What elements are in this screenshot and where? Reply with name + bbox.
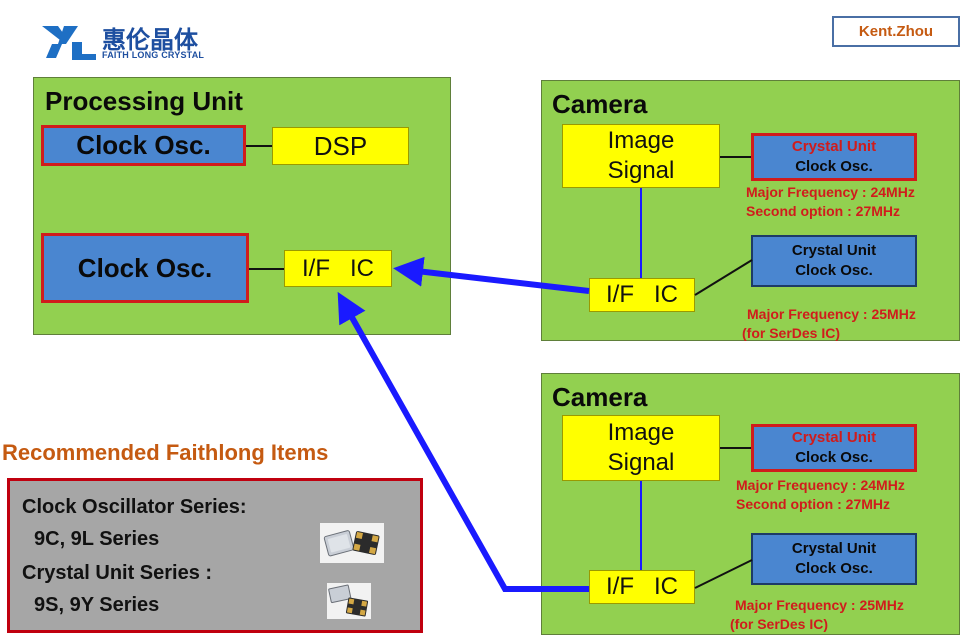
pu-if-ic-chip: I/F IC: [284, 250, 392, 287]
pu-clock-osc-2: Clock Osc.: [41, 233, 249, 303]
recommended-line-3: Crystal Unit Series :: [22, 562, 213, 584]
camera-1-crystal-unit-top: Crystal Unit Clock Osc.: [751, 133, 917, 181]
crystal-unit-photo-icon: [327, 583, 371, 619]
camera-1-vertical-link: [640, 188, 642, 280]
camera-1-crystal-top-line1: Crystal Unit: [791, 138, 877, 155]
camera-1-note-top-line1: Major Frequency : 24MHz: [746, 184, 915, 200]
camera-1-title: Camera: [552, 89, 648, 119]
camera-2-note-top: Major Frequency : 24MHz Second option : …: [736, 476, 905, 514]
logo-chinese-text: 惠伦晶体: [102, 26, 198, 54]
camera-1-note-top-line2: Second option : 27MHz: [746, 203, 900, 219]
camera-1-image-signal: Image Signal: [562, 124, 720, 188]
camera-2-image-signal-line1: Image: [607, 419, 675, 446]
camera-2-note-bottom-line2: (for SerDes IC): [730, 616, 829, 632]
camera-2-image-signal-line2: Signal: [607, 449, 675, 476]
company-logo: 惠伦晶体 FAITH LONG CRYSTAL: [38, 20, 228, 64]
camera-2-crystal-bottom-line2: Clock Osc.: [795, 560, 873, 577]
pu-clock-osc-1: Clock Osc.: [41, 125, 246, 166]
crystal-oscillator-photo-icon: [320, 523, 384, 563]
camera-1-signal-arrow: [393, 256, 590, 294]
camera-2-note-top-line2: Second option : 27MHz: [736, 496, 890, 512]
pu-connector-1: [246, 145, 272, 147]
camera-2-vertical-link: [640, 481, 642, 571]
camera-1-crystal-bottom-line2: Clock Osc.: [795, 262, 873, 279]
camera-2-signal-arrow: [337, 291, 589, 592]
camera-1-note-bottom-line2: (for SerDes IC): [742, 325, 841, 341]
processing-unit-title: Processing Unit: [45, 86, 243, 116]
camera-2-if-to-crystal-link: [694, 559, 753, 589]
camera-1-note-bottom: Major Frequency : 25MHz (for SerDes IC): [742, 305, 916, 343]
camera-1-if-ic-chip: I/F IC: [589, 278, 695, 312]
camera-1-if-to-crystal-link: [694, 259, 753, 296]
camera-1-image-signal-line2: Signal: [607, 157, 675, 184]
logo-english-text: FAITH LONG CRYSTAL: [102, 50, 205, 60]
recommended-line-4: 9S, 9Y Series: [34, 594, 160, 616]
camera-2-crystal-unit-top: Crystal Unit Clock Osc.: [751, 424, 917, 472]
pu-connector-2: [249, 268, 284, 270]
camera-1-crystal-bottom-line1: Crystal Unit: [791, 242, 877, 259]
camera-2-crystal-top-line1: Crystal Unit: [791, 429, 877, 446]
camera-1-connector-top: [720, 156, 751, 158]
camera-2-crystal-unit-bottom: Crystal Unit Clock Osc.: [751, 533, 917, 585]
pu-dsp-chip: DSP: [272, 127, 409, 165]
recommended-heading: Recommended Faithlong Items: [2, 440, 329, 465]
logo-mark-icon: [42, 26, 96, 60]
camera-2-note-bottom-line1: Major Frequency : 25MHz: [735, 597, 904, 613]
recommended-items-box: Clock Oscillator Series: 9C, 9L Series C…: [7, 478, 423, 633]
camera-2-connector-top: [720, 447, 751, 449]
camera-2-image-signal: Image Signal: [562, 415, 720, 481]
camera-2-note-top-line1: Major Frequency : 24MHz: [736, 477, 905, 493]
camera-1-crystal-top-line2: Clock Osc.: [795, 158, 873, 175]
camera-1-image-signal-line1: Image: [607, 127, 675, 154]
camera-2-note-bottom: Major Frequency : 25MHz (for SerDes IC): [730, 596, 904, 634]
author-badge: Kent.Zhou: [832, 16, 960, 47]
camera-1-note-top: Major Frequency : 24MHz Second option : …: [746, 183, 915, 221]
camera-1-crystal-unit-bottom: Crystal Unit Clock Osc.: [751, 235, 917, 287]
camera-2-crystal-top-line2: Clock Osc.: [795, 449, 873, 466]
recommended-line-2: 9C, 9L Series: [34, 528, 160, 550]
recommended-line-1: Clock Oscillator Series:: [22, 496, 247, 518]
camera-2-title: Camera: [552, 382, 648, 412]
camera-2-crystal-bottom-line1: Crystal Unit: [791, 540, 877, 557]
camera-2-if-ic-chip: I/F IC: [589, 570, 695, 604]
camera-1-note-bottom-line1: Major Frequency : 25MHz: [747, 306, 916, 322]
